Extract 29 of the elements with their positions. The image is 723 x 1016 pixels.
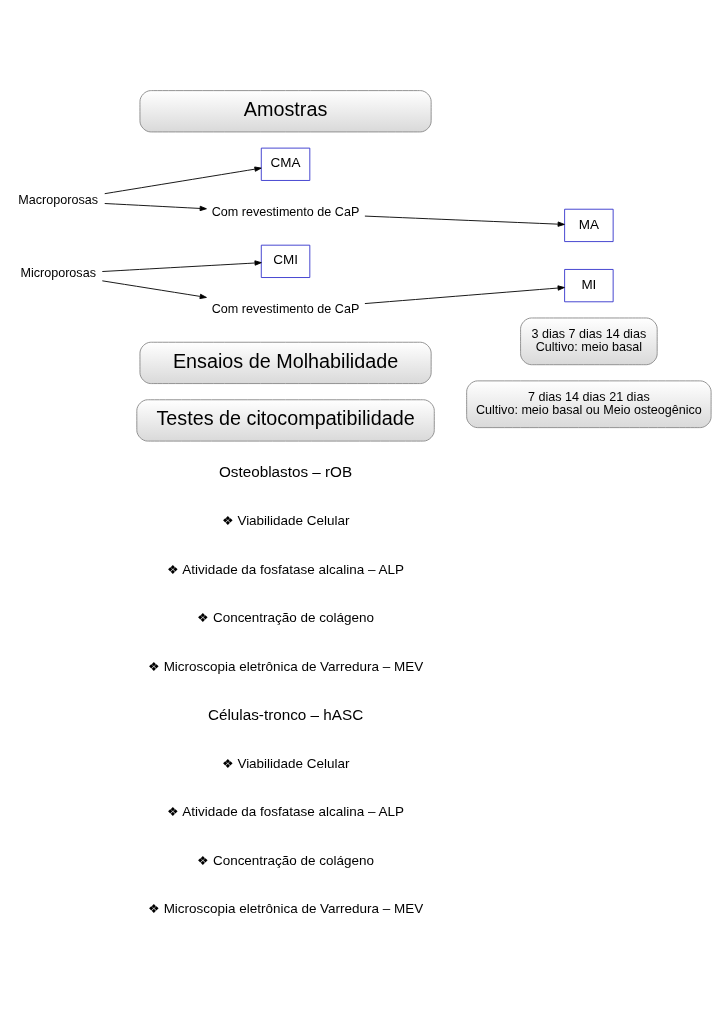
label: Osteoblastos – rOB [218,462,353,480]
node-box: 7 dias 14 dias 21 dias Cultivo: meio basal ou Meio osteogênico [466,379,712,428]
arrow [364,215,565,227]
node-box: 3 dias 7 dias 14 dias Cultivo: meio basal [520,317,658,365]
arrow [101,279,207,299]
label: ❖ Viabilidade Celular [221,512,350,528]
node-box: CMI [260,244,311,278]
node-box: Testes de citocompatibilidade [136,398,435,442]
node-box: Amostras [139,89,432,132]
label: ❖ Atividade da fosfatase alcalina – ALP [167,561,404,577]
node-text: Microporosas [20,265,96,280]
arrow [101,259,262,272]
node-text: Com revestimento de CaP [211,204,360,219]
label: ❖ Atividade da fosfatase alcalina – ALP [167,803,404,819]
arrow [104,202,207,211]
arrow [104,166,262,194]
node-text: Com revestimento de CaP [211,301,360,316]
node-box: MA [564,208,614,242]
arrow [364,284,565,304]
label: ❖ Microscopia eletrônica de Varredura – MEV [147,900,424,916]
label: Células-tronco – hASC [207,705,364,723]
node-box: CMA [260,147,311,181]
node-text: Macroporosas [18,192,99,207]
label: ❖ Concentração de colágeno [197,852,374,868]
label: ❖ Microscopia eletrônica de Varredura – MEV [147,658,424,674]
node-box: Ensaios de Molhabilidade [139,341,432,384]
node-box: MI [564,268,614,302]
label: ❖ Concentração de colágeno [197,609,374,625]
label: ❖ Viabilidade Celular [221,755,350,771]
